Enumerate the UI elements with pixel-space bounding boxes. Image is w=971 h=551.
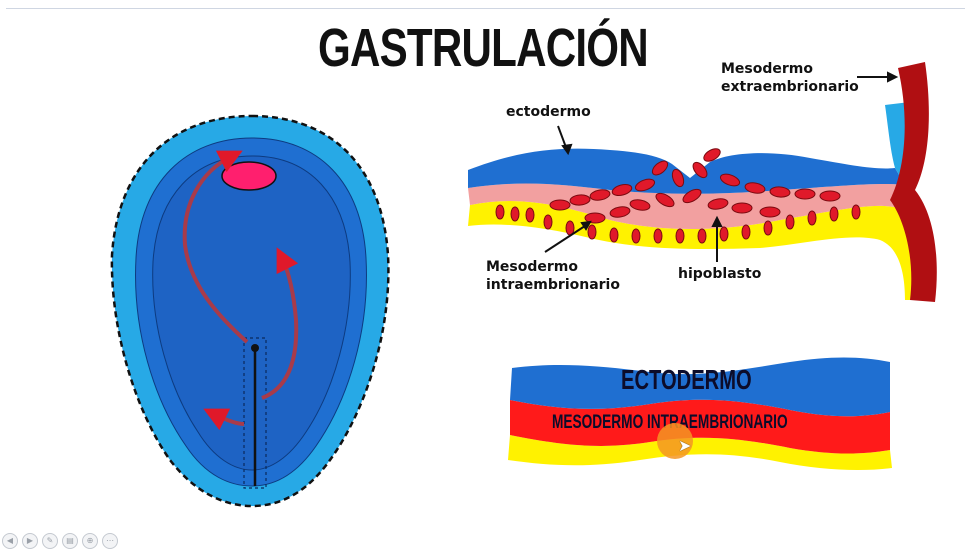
- presentation-toolbar: ◀ ▶ ✎ ▤ ⊕ ⋯: [2, 533, 118, 549]
- copy-icon[interactable]: ▤: [62, 533, 78, 549]
- zoom-icon[interactable]: ⊕: [82, 533, 98, 549]
- back-icon[interactable]: ◀: [2, 533, 18, 549]
- forward-icon[interactable]: ▶: [22, 533, 38, 549]
- pen-icon[interactable]: ✎: [42, 533, 58, 549]
- more-icon[interactable]: ⋯: [102, 533, 118, 549]
- layer-ectodermo: ECTODERMO: [621, 364, 752, 396]
- mouse-pointer-icon: ➤: [678, 436, 691, 455]
